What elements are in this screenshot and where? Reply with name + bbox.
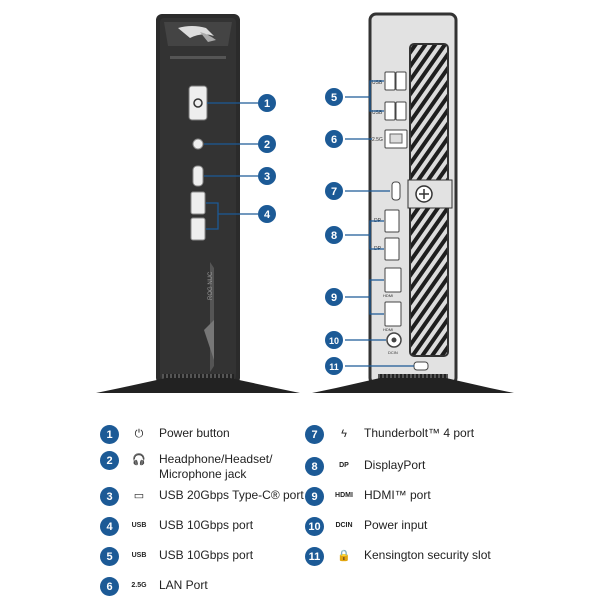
front-usb-a-port xyxy=(190,217,206,241)
svg-text:6: 6 xyxy=(331,134,337,146)
hdmi-port xyxy=(384,301,402,327)
legend-item-11: 11 🔒 Kensington security slot xyxy=(305,547,491,566)
legend-label: Kensington security slot xyxy=(364,548,491,562)
dcin-icon: DCIN xyxy=(335,522,353,529)
hdmi-port xyxy=(384,267,402,293)
displayport-icon: DP xyxy=(339,462,349,469)
displayport xyxy=(384,237,400,261)
lan-icon: 2.5G xyxy=(131,582,147,589)
legend-number: 8 xyxy=(305,457,324,476)
legend-label: USB 20Gbps Type-C® port xyxy=(159,488,304,502)
legend-label: Headphone/Headset/Microphone jack xyxy=(159,452,273,481)
callout-5: 5 xyxy=(325,88,343,106)
rear-usb-port xyxy=(384,71,396,91)
rear-usb-port xyxy=(384,101,396,121)
usb-10g-icon: USB xyxy=(131,522,147,529)
svg-text:10: 10 xyxy=(329,336,339,346)
power-icon: ⏻ xyxy=(134,428,144,440)
legend-item-1: 1 ⏻ Power button xyxy=(100,425,230,444)
legend-label: Power button xyxy=(159,426,230,440)
legend-item-10: 10 DCIN Power input xyxy=(305,517,428,536)
legend-number: 5 xyxy=(100,547,119,566)
legend-item-4: 4 USB USB 10Gbps port xyxy=(100,517,254,536)
legend-number: 6 xyxy=(100,577,119,596)
svg-text:3: 3 xyxy=(264,171,270,183)
rear-view: USB USB 2.5G DP DP HDMI HDMI DCIN xyxy=(312,12,514,393)
displayport xyxy=(384,209,400,233)
legend-item-9: 9 HDMI HDMI™ port xyxy=(305,487,431,506)
dcin-label: DCIN xyxy=(388,350,398,355)
usb-10g-icon: USB xyxy=(131,552,147,559)
legend-item-7: 7 ϟ Thunderbolt™ 4 port xyxy=(305,425,475,444)
svg-text:7: 7 xyxy=(331,186,337,198)
svg-text:2: 2 xyxy=(264,139,270,151)
rear-usb-port xyxy=(395,71,407,91)
legend-label: DisplayPort xyxy=(364,458,426,472)
legend-item-3: 3 ▭ USB 20Gbps Type-C® port xyxy=(100,487,304,506)
svg-text:9: 9 xyxy=(331,292,337,304)
callout-2: 2 xyxy=(258,135,276,153)
hdmi-label: HDMI xyxy=(383,327,393,332)
device-diagram: ROG NUC USB USB 2.5G DP DP HDMI xyxy=(96,12,514,393)
power-button[interactable] xyxy=(188,85,208,121)
usb-c-icon: ▭ xyxy=(133,490,145,502)
front-badge: ROG NUC xyxy=(208,271,214,300)
hdmi-icon: HDMI xyxy=(335,492,353,499)
legend-item-6: 6 2.5G LAN Port xyxy=(100,577,208,596)
legend-number: 9 xyxy=(305,487,324,506)
legend-number: 3 xyxy=(100,487,119,506)
rog-logo xyxy=(178,26,216,42)
legend-number: 1 xyxy=(100,425,119,444)
front-stand xyxy=(96,378,300,393)
callout-6: 6 xyxy=(325,130,343,148)
legend-item-8: 8 DP DisplayPort xyxy=(305,457,426,476)
svg-text:5: 5 xyxy=(331,92,337,104)
legend-number: 2 xyxy=(100,451,119,470)
headphone-icon: 🎧 xyxy=(132,454,146,466)
legend-number: 7 xyxy=(305,425,324,444)
callout-markers: 1 2 3 4 5 6 7 8 9 10 11 xyxy=(258,88,343,375)
rear-stand xyxy=(312,378,514,393)
callout-9: 9 xyxy=(325,288,343,306)
callout-3: 3 xyxy=(258,167,276,185)
legend-label: USB 10Gbps port xyxy=(159,518,254,532)
legend-number: 10 xyxy=(305,517,324,536)
thunderbolt-port xyxy=(391,181,401,201)
audio-jack xyxy=(192,138,204,150)
legend: 1 ⏻ Power button 2 🎧 Headphone/Headset/Microp… xyxy=(0,420,600,600)
front-usb-a-port xyxy=(190,191,206,215)
legend-number: 4 xyxy=(100,517,119,536)
svg-text:1: 1 xyxy=(264,98,270,110)
usb-label: USB xyxy=(372,80,383,86)
leader-lines xyxy=(204,80,414,367)
svg-text:8: 8 xyxy=(331,230,337,242)
callout-8: 8 xyxy=(325,226,343,244)
svg-text:11: 11 xyxy=(329,362,339,372)
legend-item-5: 5 USB USB 10Gbps port xyxy=(100,547,254,566)
lan-label: 2.5G xyxy=(372,137,383,143)
svg-text:4: 4 xyxy=(264,209,271,221)
legend-label: USB 10Gbps port xyxy=(159,548,254,562)
lock-icon: 🔒 xyxy=(337,550,351,562)
legend-label: Thunderbolt™ 4 port xyxy=(364,426,475,440)
rear-usb-port xyxy=(395,101,407,121)
callout-11: 11 xyxy=(325,357,343,375)
usb-label: USB xyxy=(372,110,383,116)
front-usb-c-port xyxy=(192,165,204,187)
callout-4: 4 xyxy=(258,205,276,223)
legend-label: HDMI™ port xyxy=(364,488,431,502)
legend-label: LAN Port xyxy=(159,578,208,592)
legend-number: 11 xyxy=(305,547,324,566)
legend-item-2: 2 🎧 Headphone/Headset/Microphone jack xyxy=(100,451,273,482)
thunderbolt-icon: ϟ xyxy=(341,428,347,440)
hdmi-label: HDMI xyxy=(383,293,393,298)
callout-1: 1 xyxy=(258,94,276,112)
front-view: ROG NUC xyxy=(96,14,300,393)
callout-10: 10 xyxy=(325,331,343,349)
callout-7: 7 xyxy=(325,182,343,200)
kensington-slot xyxy=(413,361,429,371)
legend-label: Power input xyxy=(364,518,428,532)
